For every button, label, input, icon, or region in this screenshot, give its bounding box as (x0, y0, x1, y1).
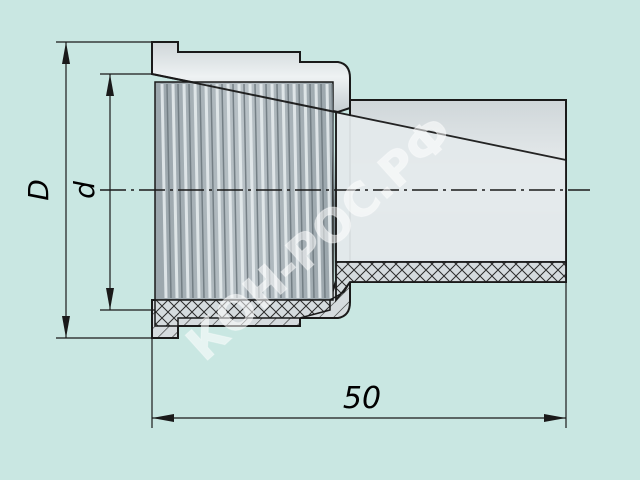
thread-ridge (325, 83, 333, 299)
thread-groove (254, 83, 260, 299)
thread-groove (210, 83, 216, 299)
dimension-length (151, 282, 567, 428)
thread-ridge (237, 83, 245, 299)
dimension-thread-diameter (100, 73, 155, 311)
thread-groove (177, 83, 183, 299)
thread-groove (166, 83, 172, 299)
thread-ridge (270, 83, 278, 299)
thread-ridge (193, 83, 201, 299)
thread-ridge (248, 83, 256, 299)
length-label: 50 (343, 381, 381, 416)
tailpiece (151, 73, 567, 327)
thread-ridge (303, 83, 311, 299)
thread-groove (265, 83, 271, 299)
outer-diameter-label: D (22, 179, 55, 201)
thread-ridge (281, 83, 289, 299)
dimension-outer-diameter (56, 41, 152, 339)
thread-ridge (314, 83, 322, 299)
thread-ridge (182, 83, 190, 299)
thread-ridge (160, 83, 168, 299)
thread-groove (221, 83, 227, 299)
thread-groove (309, 83, 315, 299)
thread-groove (199, 83, 205, 299)
thread-ridge (215, 83, 223, 299)
thread-ridge (226, 83, 234, 299)
thread-groove (298, 83, 304, 299)
thread-ridge (204, 83, 212, 299)
thread-groove (287, 83, 293, 299)
thread-ridge (171, 83, 179, 299)
thread-groove (188, 83, 194, 299)
thread-ridge (259, 83, 267, 299)
thread-groove (276, 83, 282, 299)
threaded-bore (154, 81, 337, 301)
thread-groove (232, 83, 238, 299)
thread-groove (320, 83, 326, 299)
thread-ridge (292, 83, 300, 299)
thread-diameter-label: d (68, 181, 101, 199)
thread-groove (243, 83, 249, 299)
